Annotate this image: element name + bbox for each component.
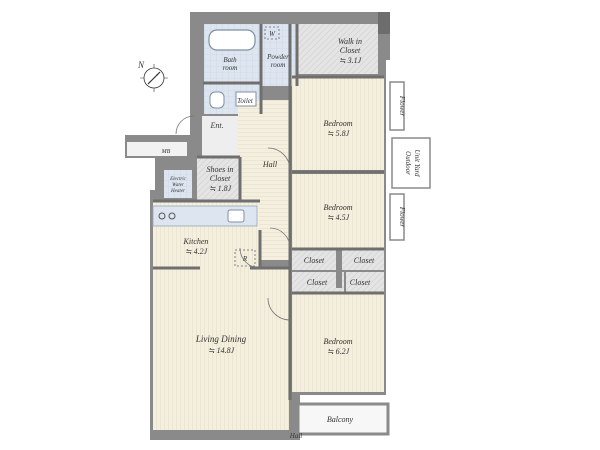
compass: N [137, 60, 168, 92]
bedroom-1-size: ≒ 5.8J [327, 129, 350, 138]
sink [227, 209, 245, 223]
living-dining-floor [153, 268, 289, 430]
bedroom-1-label: Bedroom [323, 119, 352, 128]
kitchen-label: Kitchen [183, 237, 209, 246]
bedroom-3-size: ≒ 6.2J [327, 347, 350, 356]
stove-burner-1 [158, 212, 166, 220]
mb-space [127, 142, 187, 156]
closet-a-floor [292, 250, 336, 270]
closet-divider [336, 252, 342, 288]
walk-in-closet-floor [298, 24, 378, 74]
water-heater-label: Electric [169, 177, 187, 182]
water-heater-label-2: Water [172, 183, 184, 188]
mb-label: MB [161, 149, 171, 155]
closet-d-label: Closet [350, 278, 371, 287]
balcony-label: Balcony [327, 415, 354, 424]
walk-in-size: ≒ 3.1J [339, 56, 362, 65]
toilet-label: Toilet [237, 97, 254, 105]
closet-d-floor [346, 272, 384, 292]
closet-c-floor [292, 272, 344, 292]
closet-a-label: Closet [304, 256, 325, 265]
washer-box [264, 26, 280, 40]
stove-burner-2 [168, 212, 176, 220]
living-size: ≒ 14.8J [208, 346, 235, 355]
outdoor-unit-yard [391, 137, 431, 189]
flower-box-2 [389, 193, 405, 241]
shoes-size: ≒ 1.8J [209, 184, 232, 193]
entrance-label: Ent. [209, 121, 223, 130]
fixtures [158, 26, 342, 288]
closet-c-label: Closet [307, 278, 328, 287]
balcony-floor [296, 402, 390, 436]
interior-walls [153, 24, 384, 400]
closet-b-label: Closet [354, 256, 375, 265]
closet-b-floor [342, 250, 384, 270]
bath-label-2: room [223, 64, 238, 72]
bedroom-3-floor [292, 294, 384, 392]
living-label: Living Dining [195, 334, 247, 344]
door-swings [175, 115, 291, 321]
walk-in-label-2: Closet [340, 46, 361, 55]
shoes-label-2: Closet [210, 174, 231, 183]
kitchen-size: ≒ 4.2J [185, 247, 208, 256]
bath-label: Bath [223, 56, 237, 64]
toilet-bowl [209, 91, 225, 109]
entrance-floor [202, 116, 238, 156]
outdoor-label-2: Unit Yard [413, 150, 421, 177]
walk-in-label: Walk in [338, 37, 362, 46]
room-labels: Bath room W Powder room Walk in Closet ≒… [161, 30, 421, 440]
room-fills [127, 24, 431, 436]
water-heater-label-3: Heater [170, 189, 185, 194]
powder-label: Powder [266, 53, 289, 61]
bathtub [208, 29, 256, 51]
compass-north-label: N [137, 60, 145, 70]
shoes-closet-floor [197, 158, 239, 200]
hall-label: Hall [262, 160, 278, 169]
bedroom-2-floor [292, 174, 384, 248]
fridge-box [234, 249, 256, 267]
bedroom-2-size: ≒ 4.5J [327, 213, 350, 222]
bedroom-2-label: Bedroom [323, 203, 352, 212]
outdoor-label: Outdoor [404, 151, 412, 175]
flower-box-1 [389, 81, 405, 131]
bedroom-3-label: Bedroom [323, 337, 352, 346]
hall-label-bottom: Hall [289, 432, 303, 440]
flower-1-label: Flower [398, 95, 406, 116]
fridge-label: R [242, 255, 248, 263]
toilet-counter [235, 91, 257, 107]
powder-label-2: room [271, 61, 286, 69]
water-heater-box [164, 170, 192, 198]
flower-2-label: Flower [398, 206, 406, 227]
shoes-label: Shoes in [207, 165, 234, 174]
bedroom-1-floor [292, 78, 384, 170]
w-mark: W [269, 30, 276, 38]
